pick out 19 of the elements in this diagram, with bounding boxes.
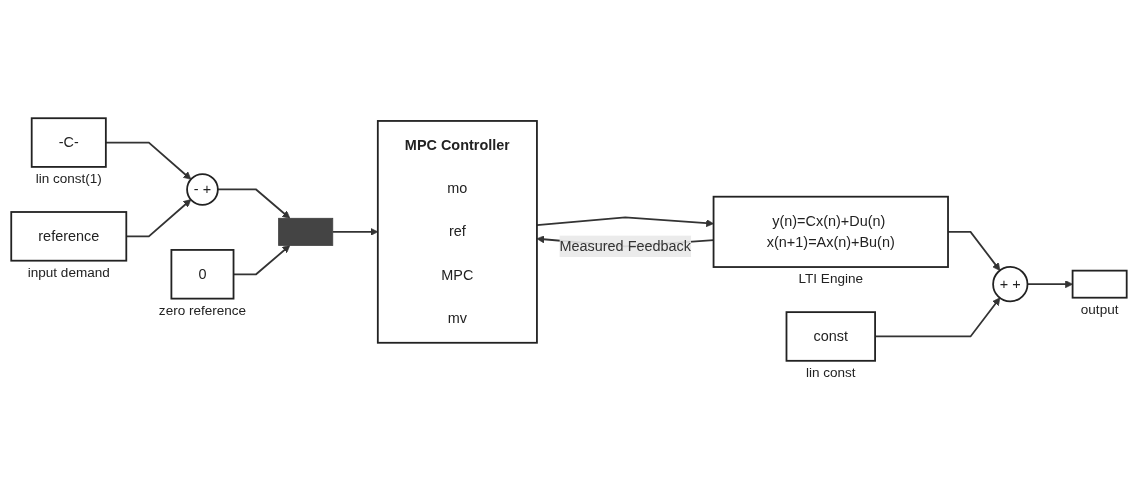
arrow (536, 216, 714, 227)
block-caption: zero reference (158, 302, 247, 318)
node-box (1071, 269, 1128, 299)
block-caption: lin const(1) (35, 171, 102, 186)
node-bar (278, 217, 334, 246)
arrow (217, 188, 291, 219)
node-box: y(n)=Cx(n)+Du(n) x(n+1)=Ax(n)+Bu(n) (712, 195, 949, 268)
block-caption: input demand (27, 264, 110, 280)
block-caption: output (1080, 301, 1119, 317)
edge-label: Measured Feedback (559, 238, 692, 254)
node-circle: - + (186, 173, 219, 206)
block-caption: lin const (806, 364, 856, 380)
node-box: const (785, 311, 876, 362)
node-circle: + + (992, 265, 1029, 303)
node-box: reference (10, 210, 128, 262)
node-box: MPC Controller mo ref MPC mv (376, 119, 538, 344)
node-box: 0 (170, 248, 235, 300)
node-box: -C- (30, 117, 107, 168)
block-caption: LTI Engine (798, 271, 863, 287)
